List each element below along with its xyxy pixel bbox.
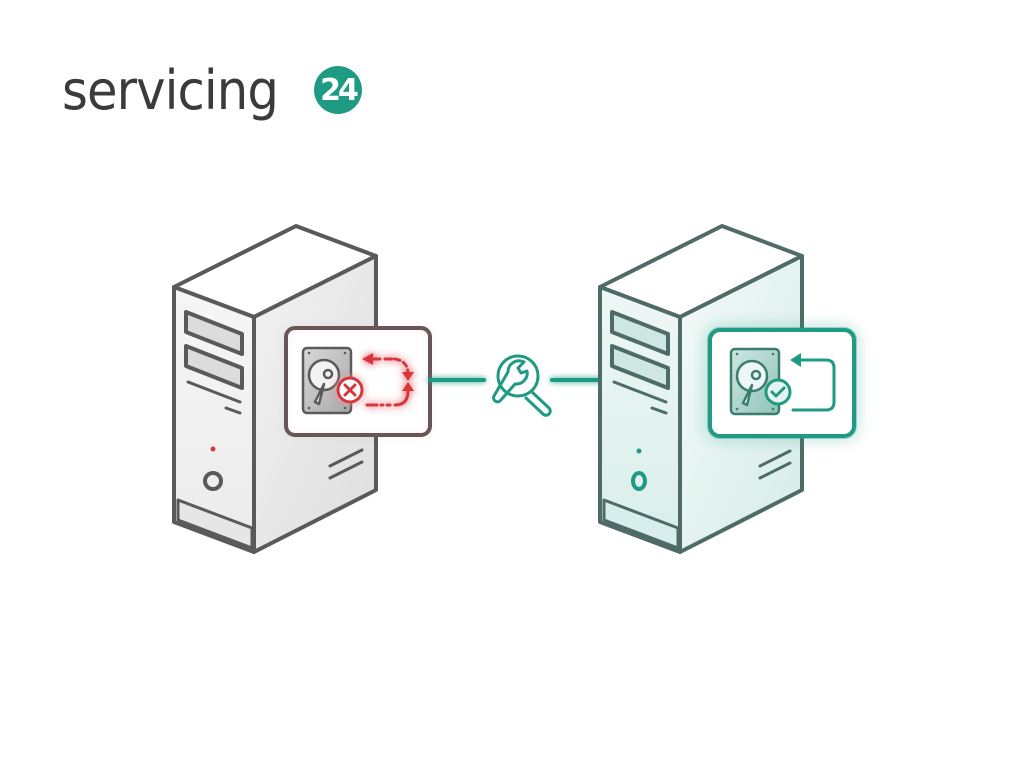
restored-drive-panel: [707, 327, 857, 439]
error-x-icon: [336, 376, 364, 404]
check-icon: [764, 378, 792, 406]
dashed-loop-arrow-icon: [362, 353, 414, 407]
hard-drive-icon: [301, 346, 353, 415]
failed-drive-panel: [284, 326, 432, 437]
loop-arrow-icon: [790, 353, 836, 412]
logo-wordmark: servicing: [62, 59, 279, 122]
logo-badge: 24: [314, 66, 362, 114]
brand-logo: servicing 24: [62, 59, 362, 122]
wrench-magnifier-icon: [492, 354, 552, 417]
